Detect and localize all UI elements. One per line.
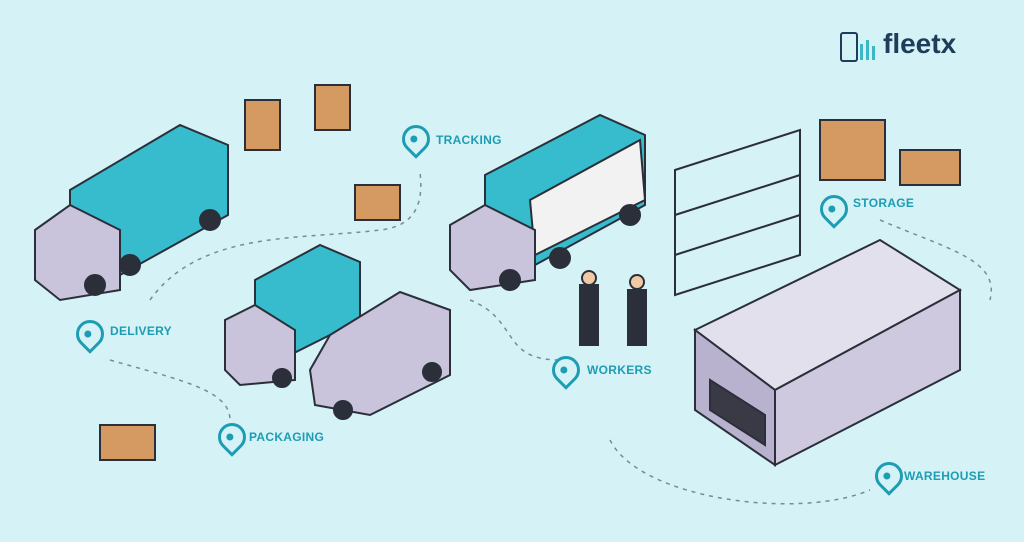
loading-truck — [449, 113, 647, 292]
fleetx-logo — [840, 30, 880, 62]
small-truck — [224, 243, 361, 388]
label-storage: STORAGE — [853, 196, 915, 210]
boxes — [99, 84, 961, 461]
warehouse-building — [693, 238, 962, 467]
logo-text: fleetx — [883, 28, 957, 59]
label-delivery: DELIVERY — [110, 324, 172, 338]
label-packaging: PACKAGING — [249, 430, 325, 444]
storage-shelf — [674, 128, 801, 297]
workers — [579, 270, 647, 346]
label-tracking: TRACKING — [436, 133, 502, 147]
label-warehouse: WAREHOUSE — [904, 469, 986, 483]
label-workers: WORKERS — [587, 363, 652, 377]
delivery-van — [308, 290, 451, 420]
delivery-truck — [34, 123, 229, 302]
